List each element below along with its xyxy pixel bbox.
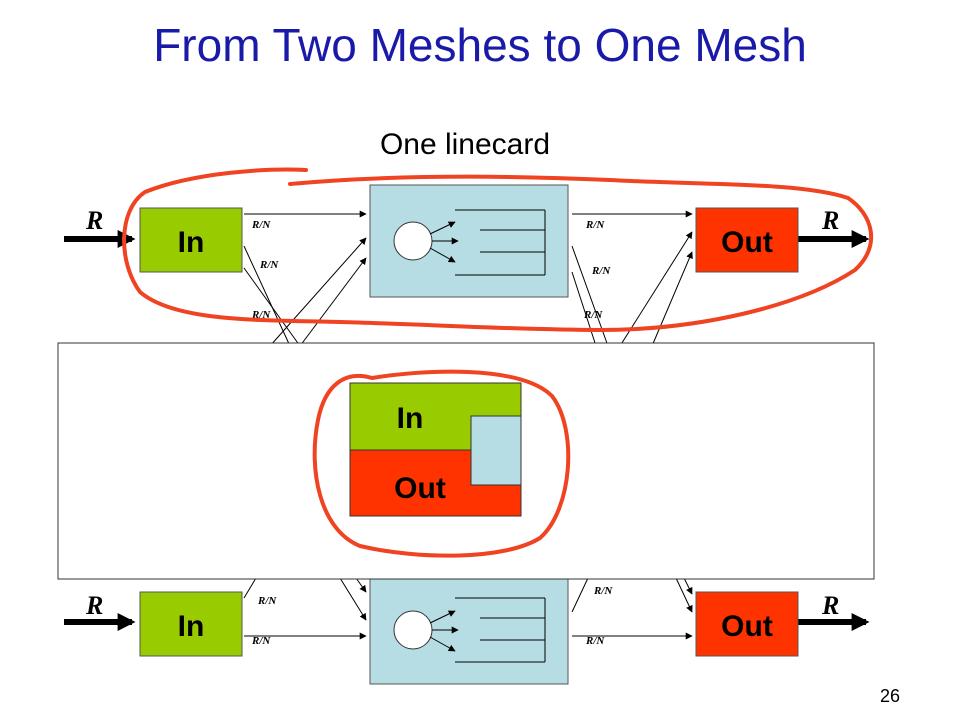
bottom-link-label: R/N [593, 585, 613, 597]
top-link-label: R/N [251, 219, 271, 231]
combined-out-label: Out [394, 472, 446, 505]
bottom-switch-circle [393, 610, 433, 650]
bottom-link-label: R/N [257, 595, 277, 607]
combined-annotation-circle [312, 369, 571, 558]
combined-switch-box [470, 415, 522, 486]
bottom-in-label: In [178, 610, 205, 643]
top-in-box [139, 207, 243, 273]
top-link-label: R/N [583, 309, 603, 321]
top-link-label: R/N [259, 259, 279, 271]
bottom-out-box [695, 591, 799, 657]
bottom-left-rate-label: R [85, 591, 103, 620]
top-right-rate-label: R [821, 206, 839, 235]
bottom-right-rate-label: R [821, 591, 839, 620]
top-left-rate-label: R [85, 206, 103, 235]
bottom-in-box [139, 591, 243, 657]
subtitle-one-linecard: One linecard [379, 128, 551, 161]
top-link-label: R/N [585, 219, 605, 231]
top-switch-circle [393, 221, 433, 261]
slide-title: From Two Meshes to One Mesh [153, 19, 807, 71]
linecard-annotation-oval [122, 167, 874, 333]
page-number: 26 [879, 686, 900, 706]
bottom-link-label: R/N [251, 635, 271, 647]
top-out-label: Out [721, 226, 773, 259]
combined-in-label: In [397, 402, 424, 435]
bottom-switch-box [369, 571, 569, 685]
top-out-box [695, 207, 799, 273]
top-in-label: In [178, 226, 205, 259]
bottom-out-label: Out [721, 610, 773, 643]
top-link-label: R/N [591, 265, 611, 277]
bottom-link-label: R/N [585, 635, 605, 647]
